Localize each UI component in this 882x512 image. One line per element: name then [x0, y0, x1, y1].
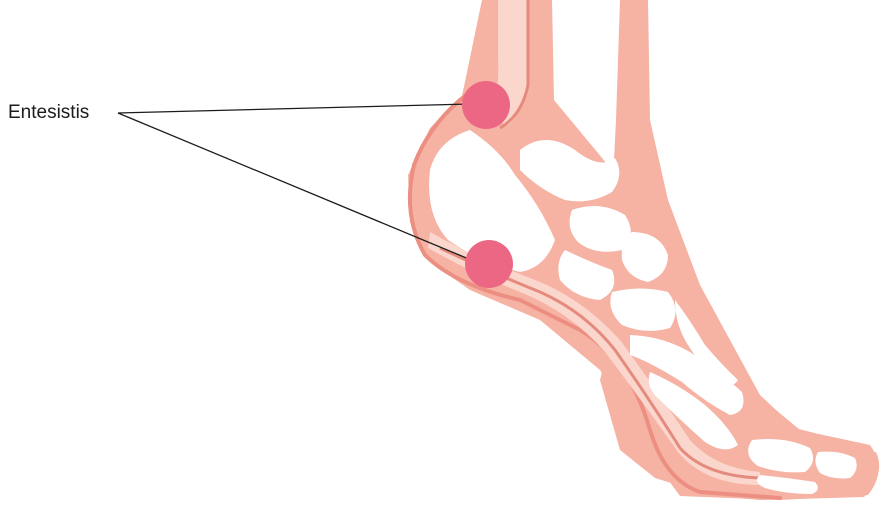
plantar-fascia-insertion-marker	[465, 240, 513, 288]
leader-line-upper	[118, 104, 470, 113]
achilles-insertion-marker	[462, 81, 510, 129]
enthesitis-callout-label: Entesistis	[8, 101, 89, 125]
